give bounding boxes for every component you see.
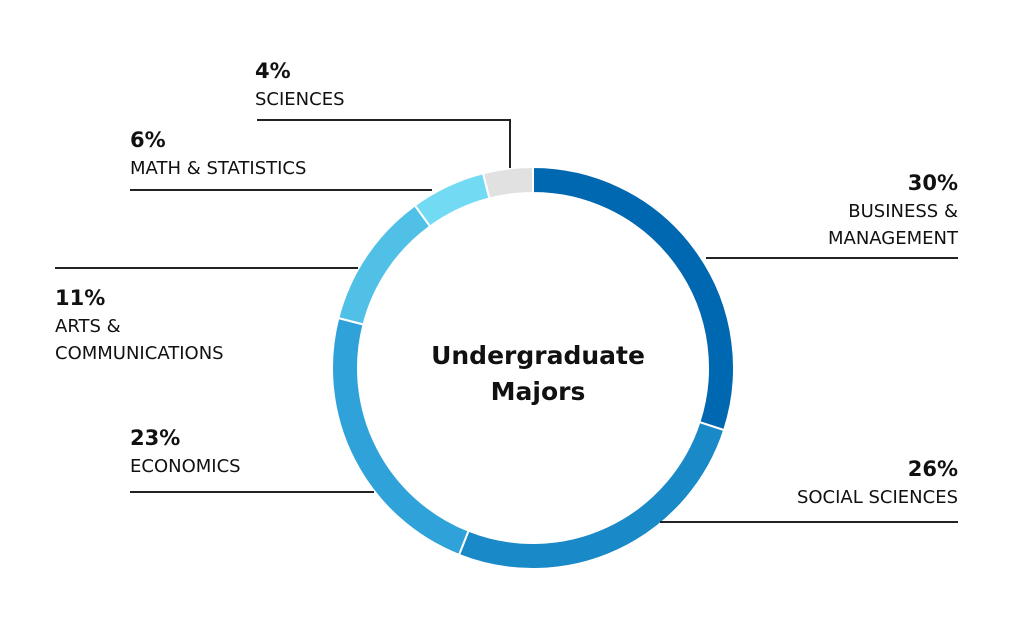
category-label-social-sciences: SOCIAL SCIENCES — [797, 487, 958, 508]
category-label-economics: ECONOMICS — [130, 456, 241, 477]
data-label-economics: 23% — [130, 426, 180, 450]
chart-title-line-2: Majors — [491, 377, 586, 406]
category-label-business-and-management-line-2: MANAGEMENT — [828, 228, 959, 249]
donut-ring — [331, 165, 735, 570]
leader-line-sciences — [257, 119, 511, 168]
category-label-sciences: SCIENCES — [255, 89, 345, 110]
slice-math-and-statistics — [413, 172, 491, 228]
data-label-math-and-statistics: 6% — [130, 128, 166, 152]
category-label-business-and-management-line-1: BUSINESS & — [848, 201, 958, 222]
chart-title-line-1: Undergraduate — [431, 341, 645, 370]
slice-sciences — [481, 165, 534, 200]
category-label-math-and-statistics: MATH & STATISTICS — [130, 158, 306, 179]
category-label-arts-and-communications-line-2: COMMUNICATIONS — [55, 343, 224, 364]
data-label-sciences: 4% — [255, 59, 291, 83]
data-label-arts-and-communications: 11% — [55, 286, 105, 310]
slice-labels: 30% BUSINESS & MANAGEMENT 26% SOCIAL SCIENCE… — [55, 59, 959, 508]
data-label-social-sciences: 26% — [908, 457, 958, 481]
slice-social-sciences — [457, 420, 726, 570]
data-label-business-and-management: 30% — [908, 171, 958, 195]
leader-lines — [55, 119, 958, 523]
category-label-arts-and-communications-line-1: ARTS & — [55, 316, 121, 337]
slice-arts-and-communications — [337, 203, 432, 326]
